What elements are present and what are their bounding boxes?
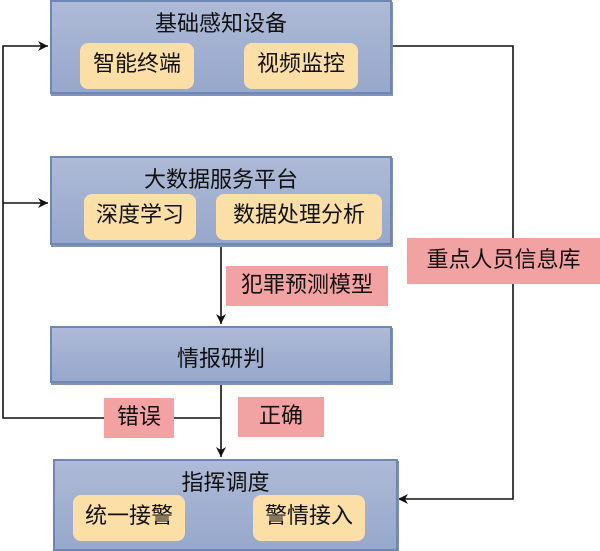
node-item-video-surveillance: 视频监控 — [244, 43, 358, 89]
node-title: 指挥调度 — [181, 471, 270, 496]
node-item-deep-learning: 深度学习 — [84, 194, 196, 240]
node-item-data-processing: 数据处理分析 — [216, 194, 382, 240]
node-item-smart-terminal: 智能终端 — [80, 43, 194, 89]
node-title: 基础感知设备 — [154, 12, 287, 37]
edge-label-key-persons-database: 重点人员信息库 — [407, 238, 600, 284]
node-title: 大数据服务平台 — [143, 168, 298, 193]
node-sensing-devices: 基础感知设备 智能终端 视频监控 — [50, 0, 392, 94]
edge-label-wrong: 错误 — [104, 398, 174, 438]
node-title: 情报研判 — [176, 347, 265, 372]
edge-label-crime-prediction-model: 犯罪预测模型 — [226, 266, 388, 306]
node-bigdata-platform: 大数据服务平台 深度学习 数据处理分析 — [50, 156, 392, 245]
node-intelligence-analysis: 情报研判 — [50, 326, 392, 383]
node-command-dispatch: 指挥调度 统一接警 警情接入 — [53, 459, 398, 551]
node-item-unified-call: 统一接警 — [73, 495, 185, 541]
edge-label-correct: 正确 — [238, 397, 324, 437]
node-item-alert-intake: 警情接入 — [253, 495, 365, 541]
